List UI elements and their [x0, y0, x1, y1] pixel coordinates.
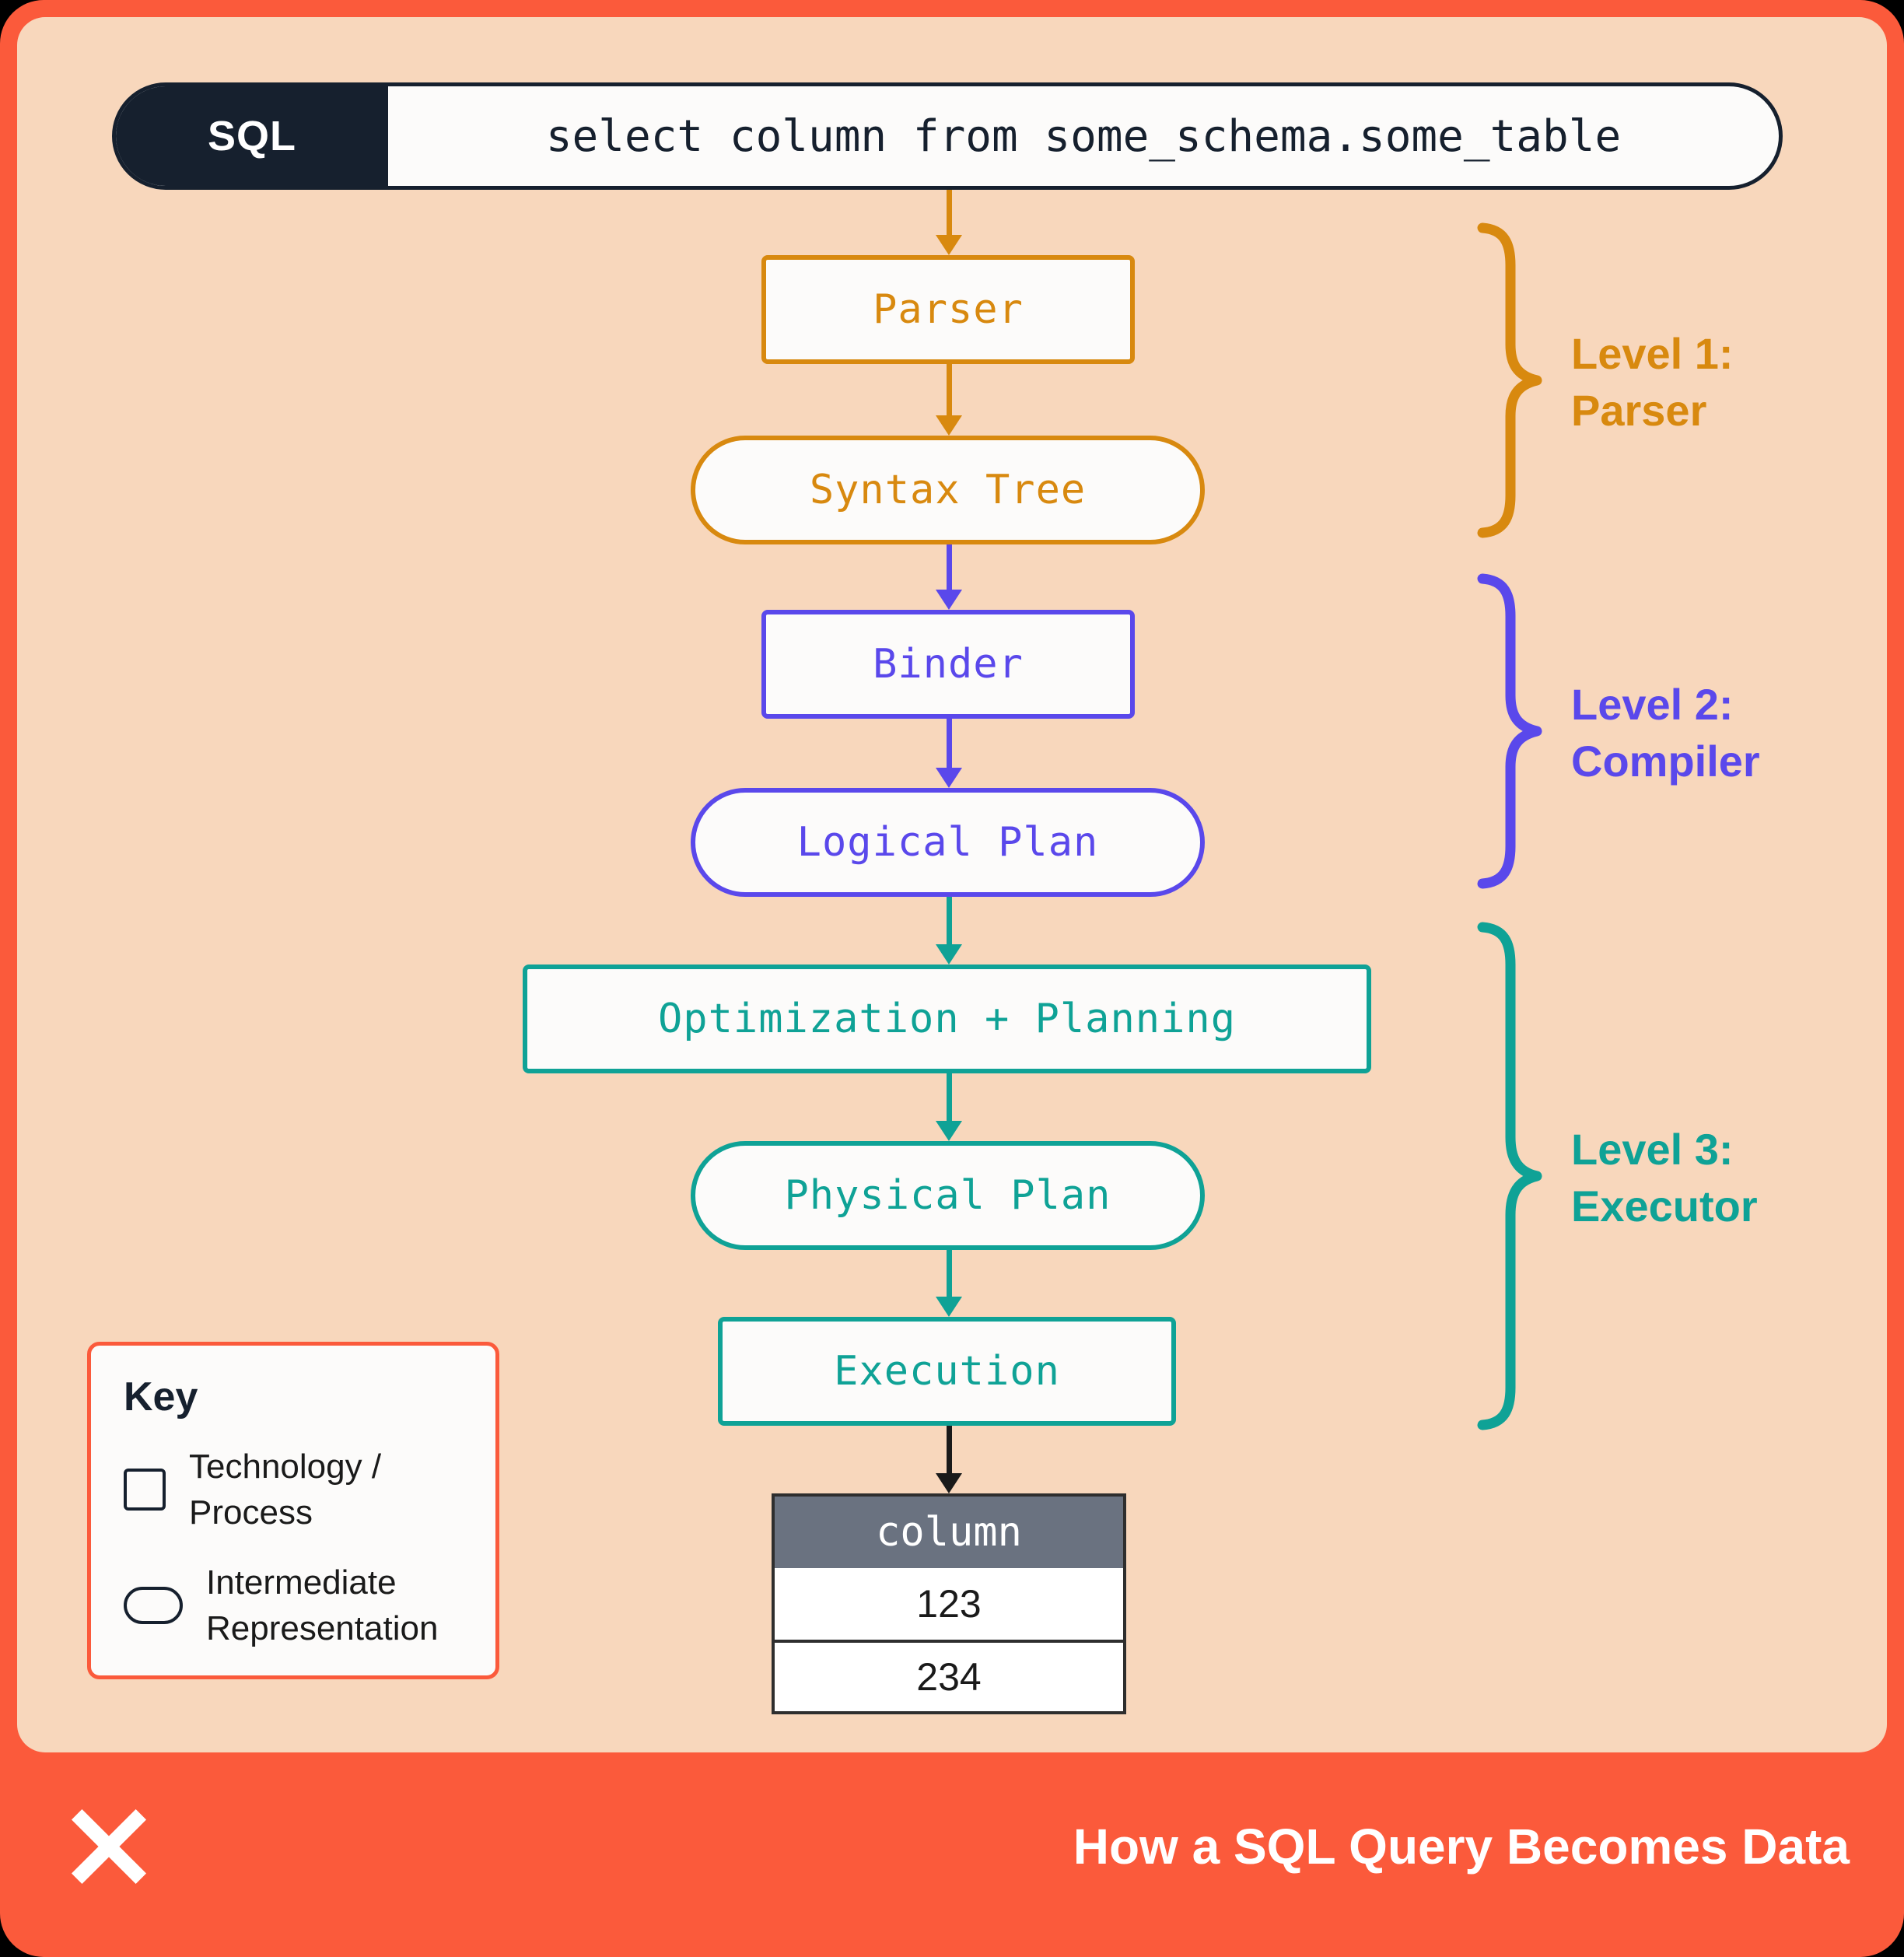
key-item-technology-process: Technology / Process	[124, 1444, 463, 1536]
arrow-binder-to-logical-plan	[936, 719, 962, 788]
arrow-logical-plan-to-optimization	[936, 897, 962, 964]
arrow-stem	[946, 897, 952, 944]
arrow-execution-to-result	[936, 1426, 962, 1493]
result-table-header-cell: column	[775, 1497, 1123, 1568]
node-optimization-planning: Optimization + Planning	[523, 964, 1371, 1073]
arrow-syntax-tree-to-binder	[936, 544, 962, 610]
result-table-row: 123	[775, 1568, 1123, 1640]
arrow-head-icon	[936, 590, 962, 610]
arrow-stem	[946, 1426, 952, 1473]
arrow-stem	[946, 190, 952, 235]
arrow-stem	[946, 719, 952, 768]
footer-bar: How a SQL Query Becomes Data	[17, 1752, 1887, 1940]
sql-badge: SQL	[116, 86, 388, 186]
level-1-name: Parser	[1571, 385, 1707, 435]
footer-title: How a SQL Query Becomes Data	[1073, 1818, 1850, 1875]
node-logical-plan: Logical Plan	[691, 788, 1205, 897]
arrow-head-icon	[936, 768, 962, 788]
level-3-label: Level 3: Executor	[1571, 1122, 1882, 1235]
level-2-title: Level 2:	[1571, 680, 1734, 729]
arrow-stem	[946, 1073, 952, 1121]
arrow-stem	[946, 1250, 952, 1297]
node-binder: Binder	[761, 610, 1135, 719]
arrow-parser-to-syntax-tree	[936, 364, 962, 436]
key-panel: Key Technology / Process Intermediate Re…	[87, 1342, 499, 1679]
key-item-intermediate-representation: Intermediate Representation	[124, 1560, 463, 1652]
level-2-name: Compiler	[1571, 736, 1760, 786]
arrow-optimization-to-physical-plan	[936, 1073, 962, 1141]
level-3-name: Executor	[1571, 1181, 1758, 1231]
sql-query-text: select column from some_schema.some_tabl…	[545, 110, 1622, 162]
arrow-head-icon	[936, 944, 962, 964]
level-3-title: Level 3:	[1571, 1125, 1734, 1174]
level-1-brace-icon	[1477, 222, 1542, 538]
arrow-head-icon	[936, 1473, 962, 1493]
key-title: Key	[124, 1374, 198, 1420]
rect-shape-icon	[124, 1469, 166, 1511]
result-table: column 123 234	[772, 1493, 1126, 1714]
level-2-brace-icon	[1477, 573, 1542, 889]
level-1-title: Level 1:	[1571, 329, 1734, 378]
x-star-logo-icon	[72, 1808, 146, 1884]
arrow-stem	[946, 364, 952, 415]
arrow-head-icon	[936, 415, 962, 436]
pill-shape-icon	[124, 1587, 183, 1625]
sql-input-pill: SQL select column from some_schema.some_…	[112, 82, 1783, 190]
key-item-label: Intermediate Representation	[206, 1563, 439, 1648]
arrow-stem	[946, 544, 952, 590]
level-1-label: Level 1: Parser	[1571, 326, 1882, 439]
arrow-head-icon	[936, 1297, 962, 1317]
node-execution: Execution	[718, 1317, 1176, 1426]
node-syntax-tree: Syntax Tree	[691, 436, 1205, 544]
node-physical-plan: Physical Plan	[691, 1141, 1205, 1250]
result-table-row: 234	[775, 1640, 1123, 1711]
arrow-sql-to-parser	[936, 190, 962, 255]
arrow-physical-plan-to-execution	[936, 1250, 962, 1317]
key-item-label: Technology / Process	[189, 1448, 382, 1532]
arrow-head-icon	[936, 1121, 962, 1141]
level-2-label: Level 2: Compiler	[1571, 677, 1882, 790]
node-parser: Parser	[761, 255, 1135, 364]
arrow-head-icon	[936, 235, 962, 255]
level-3-brace-icon	[1477, 922, 1542, 1430]
